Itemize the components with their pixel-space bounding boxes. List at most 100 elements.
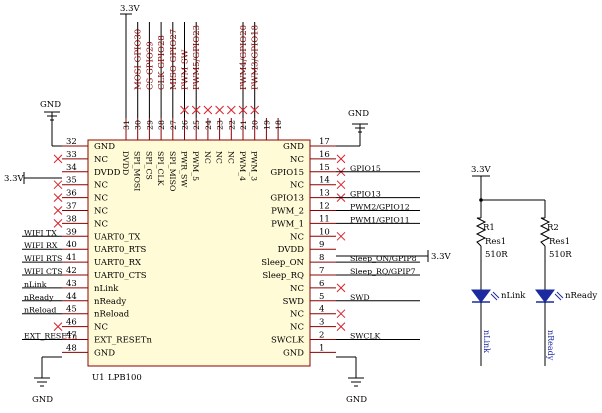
gnd-symbol-bottom-left: GND [32, 356, 62, 405]
right-pin-name: GND [283, 142, 304, 152]
led-label: nLink [501, 291, 526, 301]
led-emission-arrow [490, 293, 498, 301]
top-pin-number: 19 [262, 120, 271, 130]
right-net-label: GPIO13 [350, 190, 381, 199]
left-net-label: WIFI TX [24, 228, 57, 237]
right-pin-number: 17 [319, 137, 330, 147]
right-pin-name: GND [283, 348, 304, 358]
left-net-label: nReady [24, 293, 54, 302]
left-pin-number: 44 [66, 292, 77, 302]
left-pin-name: DVDD [94, 168, 121, 178]
right-net-label: GPIO15 [350, 164, 381, 173]
right-pin-number: 6 [319, 279, 324, 289]
no-connect-mark [215, 105, 224, 115]
top-pin-name: SPI_CS [144, 151, 153, 180]
right-pin-name: GPIO13 [270, 194, 304, 204]
left-pin-name: NC [94, 219, 108, 229]
right-net-label: SWD [350, 293, 370, 302]
top-net-label: PWM4/GPIO20 [239, 25, 249, 90]
left-net-label: WIFI RX [24, 241, 58, 250]
right-pin-name: NC [290, 232, 304, 242]
left-pin-number: 33 [66, 150, 77, 160]
left-pin-name: NC [94, 155, 108, 165]
no-connect-mark [53, 193, 63, 202]
top-net-label: MISO GPIO27 [169, 29, 179, 90]
left-pin-number: 48 [66, 343, 77, 353]
top-pin-number: 23 [216, 120, 225, 130]
top-pin-number: 25 [192, 120, 201, 130]
top-pin-name: DVDD [121, 151, 130, 175]
top-pin-number: 26 [181, 120, 190, 130]
led-emission-arrow [492, 291, 500, 299]
no-connect-mark [53, 180, 63, 190]
right-pin-number: 3 [319, 318, 324, 328]
resistor-value: 510R [485, 250, 508, 260]
top-pin-number: 21 [239, 120, 248, 130]
right-pin-number: 7 [319, 266, 324, 276]
left-net-label: WIFI RTS [24, 254, 62, 263]
no-connect-mark [53, 219, 63, 228]
top-net-label: MOSI GPIO30 [134, 29, 144, 90]
left-pin-name: nLink [94, 284, 119, 294]
top-pin-name: SPI_MOSI [133, 151, 142, 191]
right-pin-name: PWM_2 [271, 207, 304, 217]
led-emission-arrow [556, 291, 564, 299]
right-pin-name: NC [290, 284, 304, 294]
no-connect-mark [203, 105, 213, 115]
led-icon [535, 289, 555, 303]
left-net-label: EXT_RESETn [24, 332, 77, 341]
right-net-label: Sleep_RQ/GPIP7 [350, 267, 416, 276]
left-pin-number: 38 [66, 214, 77, 224]
resistor-ref: R1 [483, 223, 495, 233]
left-pin-name: NC [94, 194, 108, 204]
no-connect-mark [191, 105, 201, 115]
top-pin-number: 20 [251, 120, 260, 130]
right-pin-name: PWM_1 [271, 219, 304, 229]
top-pin-number: 22 [227, 120, 236, 130]
right-pin-name: NC [290, 310, 304, 320]
left-net-label: nLink [24, 280, 47, 289]
left-pin-name: nReload [94, 310, 130, 320]
right-pin-name: SWCLK [271, 336, 305, 346]
right-pin-name: NC [290, 323, 304, 333]
vcc-left-symbol: 3.3V [4, 172, 62, 184]
top-net-label: PWM5/GPIO23 [192, 25, 202, 90]
right-pin-number: 2 [319, 331, 324, 341]
left-pin-number: 45 [66, 305, 77, 315]
no-connect-mark [238, 105, 248, 115]
right-pin-number: 4 [319, 305, 324, 315]
right-net-label: SWCLK [350, 332, 380, 341]
vcc-left-label: 3.3V [4, 174, 25, 184]
gnd-symbol-top-left: GND [40, 100, 62, 147]
vcc-led-label: 3.3V [471, 165, 492, 175]
no-connect-mark [250, 105, 260, 115]
top-pin-name: SPI_MISO [168, 151, 177, 191]
gnd-symbol-top-right: GND [336, 109, 369, 147]
top-pin-name: NC [203, 151, 212, 164]
left-pin-name: GND [94, 348, 115, 358]
top-net-label: PWM3/GPIO18 [251, 25, 261, 90]
left-net-label: nReload [24, 306, 56, 315]
no-connect-mark [336, 231, 346, 241]
resistor-symbol [475, 217, 487, 247]
left-pin-number: 36 [66, 189, 77, 199]
no-connect-mark [336, 180, 346, 190]
no-connect-mark [180, 105, 189, 115]
no-connect-mark [53, 154, 63, 164]
left-pin-number: 32 [66, 137, 77, 147]
left-pin-name: EXT_RESETn [94, 336, 152, 346]
top-pin-name: NC [226, 151, 235, 164]
top-net-label: CLK GPIO28 [157, 35, 167, 90]
right-pin-name: NC [290, 181, 304, 191]
left-pin-name: NC [94, 323, 108, 333]
right-pin-number: 11 [319, 214, 330, 224]
vcc-top-symbol: 3.3V [120, 4, 141, 118]
right-pin-number: 1 [319, 343, 324, 353]
top-net-label: PWM SW [181, 49, 191, 90]
resistor-value: 510R [549, 250, 572, 260]
resistor-ref: R2 [547, 223, 559, 233]
left-pin-number: 42 [66, 266, 77, 276]
